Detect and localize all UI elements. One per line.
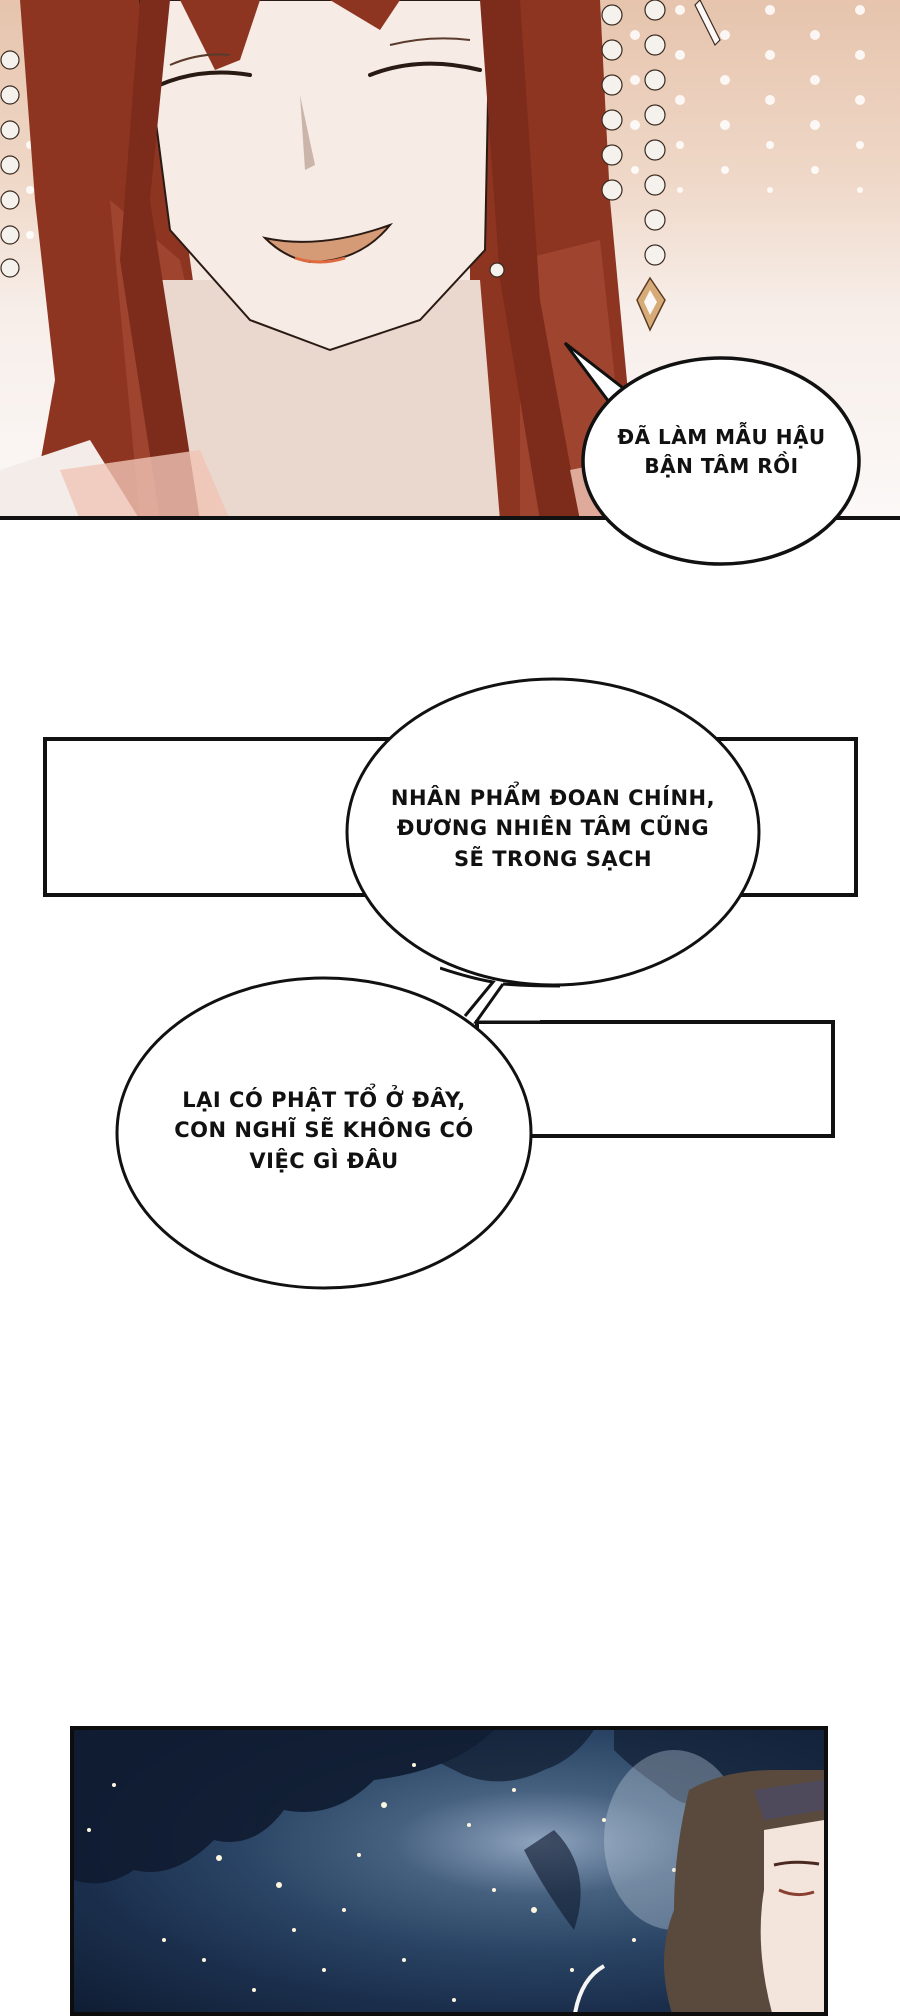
bubble-line: LẠI CÓ PHẬT TỔ Ở ĐÂY, bbox=[182, 1088, 466, 1112]
stars bbox=[87, 1763, 676, 2002]
bubble-line: ĐƯƠNG NHIÊN TÂM CŨNG bbox=[396, 816, 710, 841]
bubble-line: BẬN TÂM RỒI bbox=[644, 454, 799, 478]
bubble-line: ĐÃ LÀM MẪU HẬU bbox=[617, 425, 826, 449]
bubble-2-text: NHÂN PHẨM ĐOAN CHÍNH, ĐƯƠNG NHIÊN TÂM CŨ… bbox=[373, 783, 733, 874]
woman-illustration bbox=[0, 0, 865, 516]
polka-dot-pattern bbox=[26, 5, 865, 239]
bubble-line: SẼ TRONG SẠCH bbox=[453, 846, 653, 871]
bubble-outline bbox=[115, 976, 533, 1290]
bubble-outline bbox=[581, 356, 861, 566]
comic-panel-woman bbox=[0, 0, 900, 520]
speech-bubble-3: LẠI CÓ PHẬT TỔ Ở ĐÂY, CON NGHĨ SẼ KHÔNG … bbox=[113, 973, 535, 1293]
bubble-connector bbox=[440, 966, 560, 1024]
bubble-3-text: LẠI CÓ PHẬT TỔ Ở ĐÂY, CON NGHĨ SẼ KHÔNG … bbox=[139, 1085, 509, 1176]
caption-box-2 bbox=[475, 1020, 835, 1138]
speech-bubble-2: NHÂN PHẨM ĐOAN CHÍNH, ĐƯƠNG NHIÊN TÂM CŨ… bbox=[343, 675, 763, 990]
speech-bubble-1: ĐÃ LÀM MẪU HẬU BẬN TÂM RỒI bbox=[580, 355, 863, 567]
bubble-1-text: ĐÃ LÀM MẪU HẬU BẬN TÂM RỒI bbox=[600, 423, 843, 481]
bubble-line: NHÂN PHẨM ĐOAN CHÍNH, bbox=[390, 786, 716, 810]
bubble-line: CON NGHĨ SẼ KHÔNG CÓ bbox=[174, 1118, 474, 1143]
pearl-strings bbox=[0, 0, 721, 332]
night-illustration bbox=[74, 1730, 824, 2012]
man-face bbox=[760, 1820, 824, 2012]
bubble-line: VIỆC GÌ ĐÂU bbox=[249, 1148, 399, 1173]
comic-panel-night bbox=[70, 1726, 828, 2016]
